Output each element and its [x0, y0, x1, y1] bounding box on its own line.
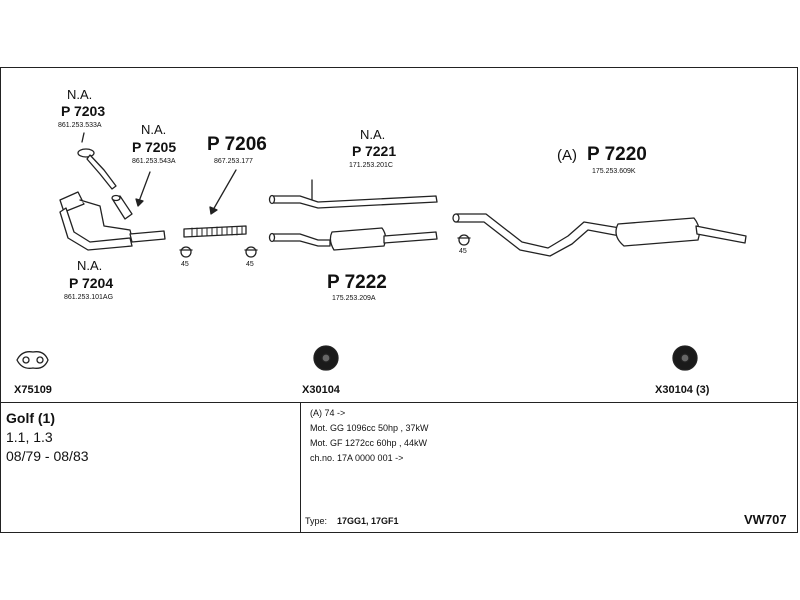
- vehicle-engines: 1.1, 1.3: [6, 429, 53, 445]
- p7222-number: P 7222: [327, 272, 387, 293]
- clamp-3-size: 45: [459, 248, 467, 255]
- part-7221-pipe: [268, 194, 438, 209]
- clamp-1: [179, 246, 193, 258]
- p7222-oem: 175.253.209A: [332, 295, 376, 302]
- hanger-code-2: X30104 (3): [655, 384, 710, 396]
- p7203-na: N.A.: [67, 87, 93, 102]
- p7204-number: P 7204: [69, 275, 114, 291]
- p7204-oem: 861.253.101AG: [64, 294, 114, 301]
- gasket-icon: [16, 351, 49, 369]
- vehicle-model: Golf (1): [6, 410, 55, 426]
- vertical-divider: [300, 402, 301, 533]
- p7203-oem: 861.253.533A: [58, 122, 102, 129]
- p7205-na: N.A.: [141, 122, 167, 137]
- part-7222-silencer: [268, 227, 438, 251]
- p7220-number: P 7220: [587, 144, 647, 165]
- p7204-na: N.A.: [77, 258, 103, 273]
- note-line-1: (A) 74 ->: [310, 408, 346, 418]
- clamp-2-size: 45: [246, 261, 254, 268]
- p7221-oem: 171.253.201C: [349, 162, 393, 169]
- diagram-frame: [0, 67, 798, 533]
- p7205-number: P 7205: [132, 139, 177, 155]
- part-7206-flex: [183, 225, 247, 238]
- p7206-oem: 867.253.177: [214, 158, 253, 165]
- p7205-oem: 861.253.543A: [132, 158, 176, 165]
- note-line-4: ch.no. 17A 0000 001 ->: [310, 453, 404, 463]
- p7206-number: P 7206: [207, 134, 267, 155]
- clamp-1-size: 45: [181, 261, 189, 268]
- rubber-hanger-icon-2: [672, 345, 698, 371]
- note-line-2: Mot. GG 1096cc 50hp , 37kW: [310, 423, 429, 433]
- p7220-oem: 175.253.609K: [592, 168, 636, 175]
- diagram-code: VW707: [744, 512, 787, 527]
- part-7220-silencer: [452, 213, 747, 257]
- p7203-number: P 7203: [61, 103, 106, 119]
- clamp-3: [457, 234, 471, 246]
- type-label: Type:: [305, 516, 328, 526]
- rubber-hanger-icon-1: [313, 345, 339, 371]
- note-line-3: Mot. GF 1272cc 60hp , 44kW: [310, 438, 428, 448]
- part-7203-pipe: [77, 148, 117, 190]
- horizontal-divider: [0, 402, 798, 403]
- p7221-na: N.A.: [360, 127, 386, 142]
- part-7205-pipe: [111, 194, 133, 220]
- vehicle-years: 08/79 - 08/83: [6, 448, 89, 464]
- p7220-prefix: (A): [557, 147, 577, 164]
- gasket-code: X75109: [14, 384, 52, 396]
- arrow-7205: [137, 171, 151, 205]
- arrow-7206: [212, 169, 237, 211]
- p7221-number: P 7221: [352, 143, 397, 159]
- clamp-2: [244, 246, 258, 258]
- type-value: 17GG1, 17GF1: [337, 516, 399, 526]
- hanger-code-1: X30104: [302, 384, 340, 396]
- part-7204-downpipe: [59, 191, 166, 251]
